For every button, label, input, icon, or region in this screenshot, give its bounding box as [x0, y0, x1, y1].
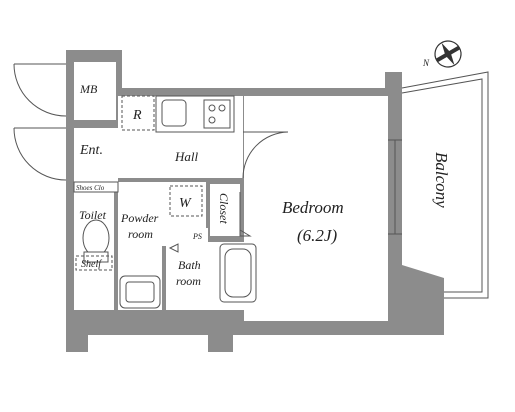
shoes-closet	[73, 181, 119, 193]
label-bath-2: room	[176, 274, 201, 288]
bedroom-door[interactable]	[242, 131, 289, 179]
label-bedroom: Bedroom	[282, 198, 344, 217]
label-bath-1: Bath	[178, 258, 201, 272]
kitchen-counter	[155, 95, 235, 133]
wash-basin	[119, 275, 161, 309]
entrance-door[interactable]	[13, 63, 67, 181]
compass-letter: N	[422, 58, 430, 68]
label-bedroom-size: (6.2J)	[297, 226, 337, 245]
label-closet: Closet	[217, 193, 231, 224]
closet-doors[interactable]	[239, 192, 252, 237]
label-shelf: Shelf	[81, 259, 102, 270]
room-interiors	[74, 62, 388, 321]
label-refrigerator: R	[132, 108, 142, 123]
label-powder-room-2: room	[128, 227, 153, 241]
label-mb: MB	[79, 82, 98, 96]
label-balcony: Balcony	[432, 152, 451, 208]
label-powder-room-1: Powder	[120, 211, 159, 225]
balcony-area	[401, 71, 489, 299]
label-toilet: Toilet	[79, 208, 107, 222]
bathtub	[168, 243, 257, 303]
refrigerator-space	[121, 95, 155, 131]
label-entrance: Ent.	[79, 143, 103, 158]
washer-space	[169, 185, 203, 217]
label-ps: PS	[192, 232, 202, 241]
label-washer: W	[179, 196, 192, 211]
label-shoes-closet: Shoes Clo	[76, 184, 105, 192]
toilet-fixture	[75, 219, 113, 271]
balcony-window[interactable]	[388, 139, 402, 235]
label-hall: Hall	[174, 149, 199, 164]
north-arrow-icon	[434, 40, 462, 68]
